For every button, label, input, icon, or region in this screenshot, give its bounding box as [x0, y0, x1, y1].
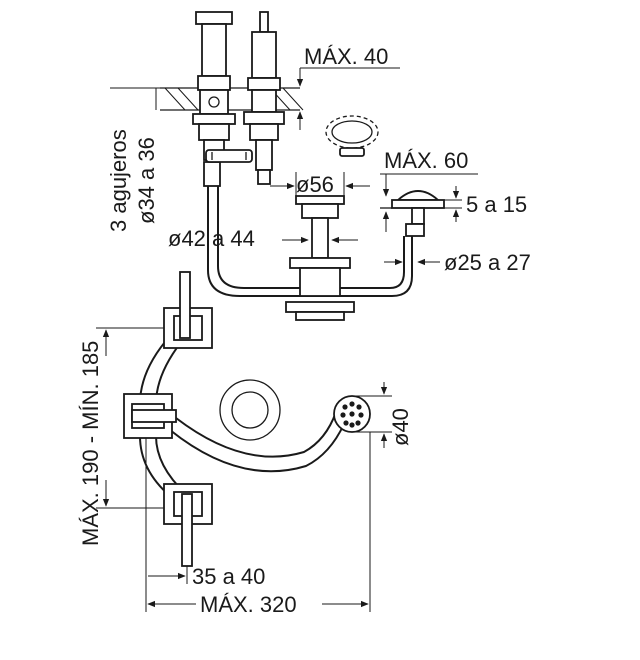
- drain-diameter-label: ø56: [296, 172, 334, 197]
- plan-shower-head: [333, 395, 371, 433]
- max-width-label: MÁX. 320: [200, 592, 297, 617]
- offset-label: 35 a 40: [192, 564, 265, 589]
- side-elevation-view: MÁX. 40 3 agujeros ø34 a 36 ø56 ø42 a 44: [106, 11, 531, 321]
- right-valve: [243, 11, 285, 185]
- plan-top-handle: [163, 271, 213, 349]
- left-valve: [192, 11, 236, 187]
- shower-elevation: [380, 190, 445, 237]
- holes-count-label: 3 agujeros: [106, 129, 131, 232]
- shower-head-diameter-label: ø40: [388, 408, 413, 446]
- dim-drain-56: ø56: [270, 172, 370, 198]
- dim-offset: 35 a 40: [148, 564, 265, 589]
- plan-view: MÁX. 190 - MÍN. 185 ø40 35 a 40 MÁX. 320: [78, 271, 413, 617]
- dim-drain-hole: ø42 a 44: [168, 226, 358, 251]
- max-shower-label: MÁX. 60: [384, 148, 468, 173]
- max-height-label: MÁX. 40: [304, 44, 388, 69]
- shower-hole-label: ø25 a 27: [444, 250, 531, 275]
- dim-shower-head-40: ø40: [352, 382, 413, 448]
- drain-hole-label: ø42 a 44: [168, 226, 255, 251]
- dim-holes: 3 agujeros ø34 a 36: [106, 87, 192, 232]
- pop-up-drain: [285, 195, 355, 321]
- connector-pipe: [205, 149, 253, 163]
- holes-diameter-label: ø34 a 36: [134, 137, 159, 224]
- plan-bottom-handle: [163, 483, 213, 567]
- dim-handle-spacing: MÁX. 190 - MÍN. 185: [78, 327, 164, 546]
- deck-thickness-label: 5 a 15: [466, 192, 527, 217]
- deck-section: [160, 87, 304, 111]
- dim-shower-hole: ø25 a 27: [384, 250, 531, 275]
- dim-deck-thickness: 5 a 15: [444, 186, 527, 222]
- plan-drain: [219, 379, 281, 441]
- handle-spacing-label: MÁX. 190 - MÍN. 185: [78, 341, 103, 546]
- dim-max-width: MÁX. 320: [147, 592, 369, 617]
- dim-max-40: MÁX. 40: [296, 44, 400, 130]
- dim-max-60: MÁX. 60: [380, 148, 478, 232]
- plan-center-body: [123, 393, 177, 439]
- drain-strainer: [325, 115, 379, 157]
